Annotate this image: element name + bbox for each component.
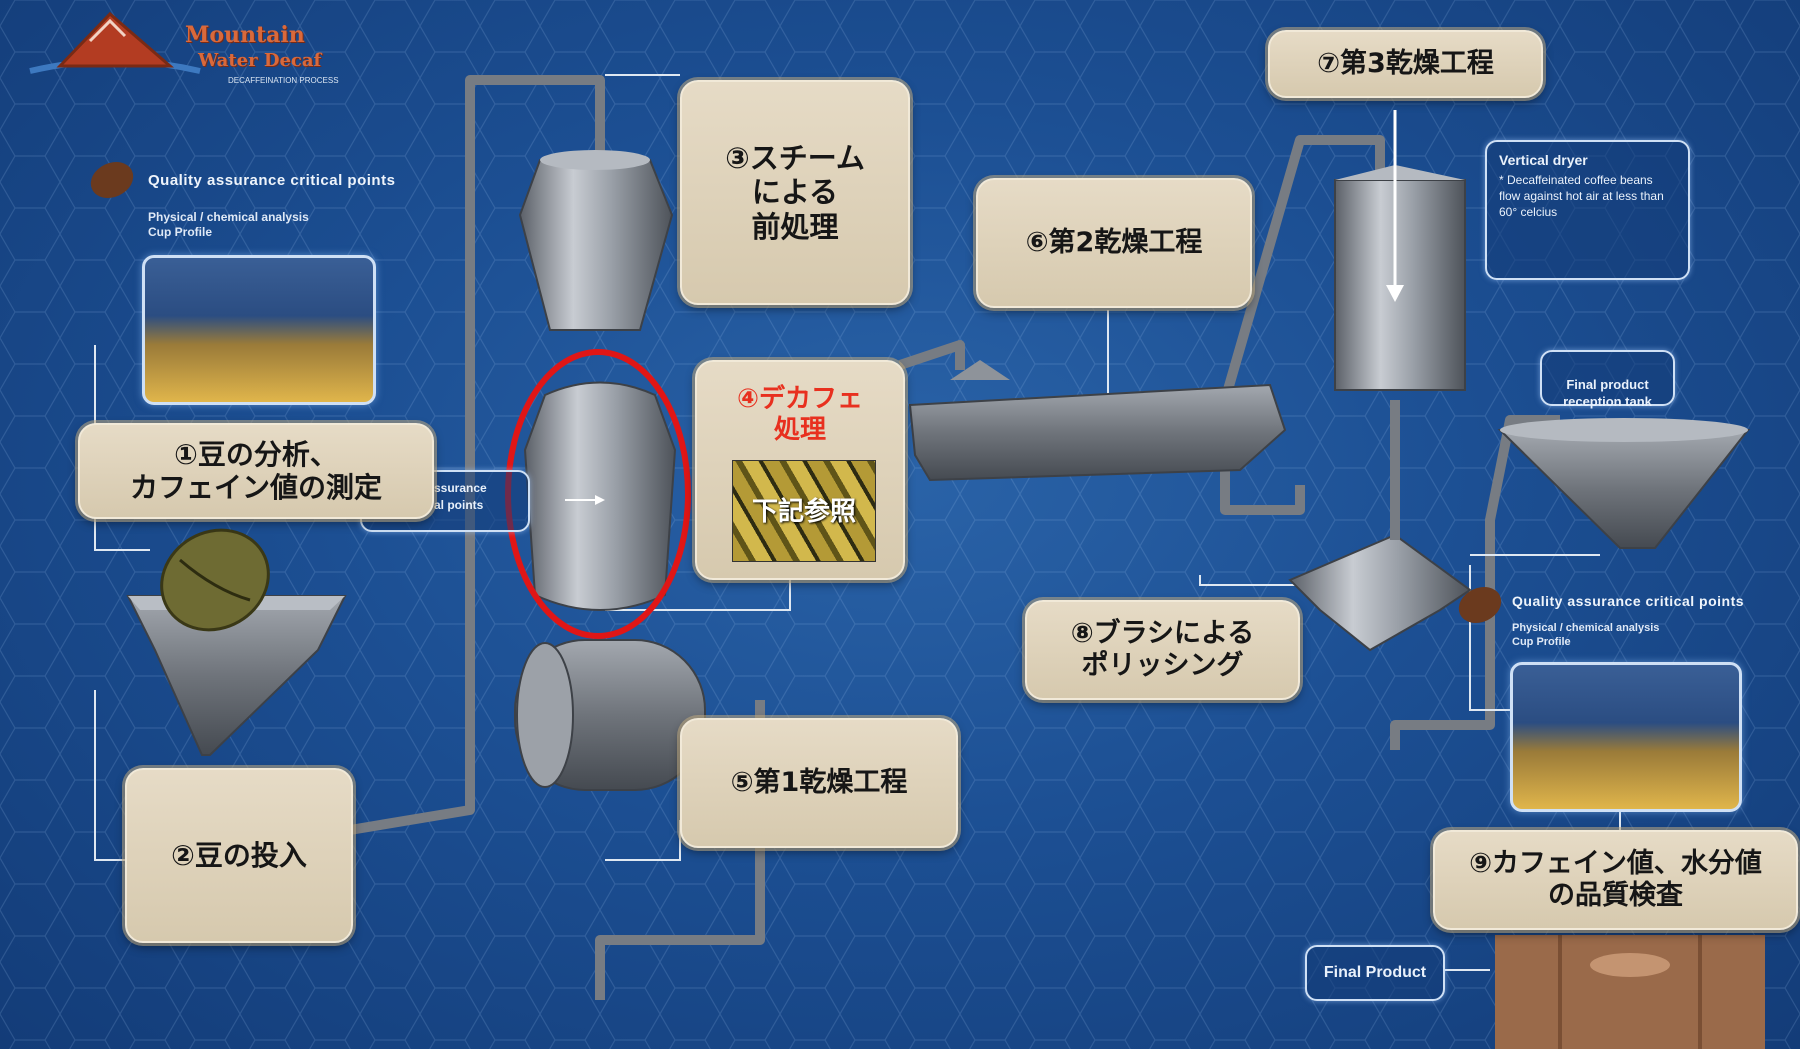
coffee-bean-icon bbox=[1458, 587, 1502, 623]
step7-box: ⑦第3乾燥工程 bbox=[1268, 30, 1543, 98]
step8-box: ⑧ブラシによる ポリッシング bbox=[1025, 600, 1300, 700]
coffee-bag-icon bbox=[1495, 935, 1765, 1049]
qa-right-subtitle: Physical / chemical analysis Cup Profile bbox=[1512, 622, 1660, 648]
step4-label: ④デカフェ 処理 bbox=[736, 384, 863, 445]
step4-box: ④デカフェ 処理 下記参照 bbox=[695, 360, 905, 580]
drum-dryer-icon bbox=[514, 639, 706, 791]
step3-label: ③スチーム による 前処理 bbox=[725, 141, 865, 244]
qa-left-title: Quality assurance critical points bbox=[148, 172, 396, 189]
qa-right-title: Quality assurance critical points bbox=[1512, 593, 1745, 609]
steam-vessel-icon bbox=[518, 150, 674, 331]
logo-line1: Mountain bbox=[185, 22, 305, 48]
reception-tank-icon bbox=[1497, 418, 1751, 549]
step5-label: ⑤第1乾燥工程 bbox=[730, 767, 908, 799]
qa-left-subtitle: Physical / chemical analysis Cup Profile bbox=[148, 210, 309, 239]
step8-label: ⑧ブラシによる ポリッシング bbox=[1070, 618, 1255, 681]
step5-box: ⑤第1乾燥工程 bbox=[680, 718, 958, 848]
final-tank-text: Final product reception tank bbox=[1563, 376, 1652, 410]
logo-tagline: DECAFFEINATION PROCESS bbox=[228, 76, 339, 85]
vertical-dryer-body: * Decaffeinated coffee beans flow agains… bbox=[1499, 173, 1664, 220]
coffee-bean-icon bbox=[160, 528, 270, 632]
conveyor-dryer-icon bbox=[908, 360, 1287, 482]
step9-box: ⑨カフェイン値、水分値 の品質検査 bbox=[1433, 830, 1798, 930]
step6-label: ⑥第2乾燥工程 bbox=[1025, 227, 1203, 259]
step2-label: ②豆の投入 bbox=[171, 838, 307, 872]
vertical-dryer-info: Vertical dryer * Decaffeinated coffee be… bbox=[1485, 140, 1690, 280]
final-product-label: Final Product bbox=[1305, 945, 1445, 1001]
coffee-bean-icon bbox=[90, 162, 134, 198]
vertical-dryer-icon bbox=[1334, 110, 1466, 391]
step7-label: ⑦第3乾燥工程 bbox=[1317, 48, 1494, 80]
qa-center-line2: al points bbox=[434, 497, 484, 512]
step3-box: ③スチーム による 前処理 bbox=[680, 80, 910, 305]
decaf-beans-image: 下記参照 bbox=[732, 460, 876, 562]
funnel-hopper-icon bbox=[126, 528, 347, 756]
step6-box: ⑥第2乾燥工程 bbox=[976, 178, 1252, 308]
logo-line2: Water Decaf bbox=[198, 50, 322, 71]
polisher-icon bbox=[1288, 400, 1472, 652]
brand-logo-icon bbox=[29, 11, 201, 74]
connector-lines bbox=[94, 74, 1621, 971]
step4-image-label: 下記参照 bbox=[751, 497, 856, 527]
decaf-vessel-icon bbox=[523, 381, 677, 611]
final-tank-label: Final product reception tank bbox=[1540, 350, 1675, 409]
step9-label: ⑨カフェイン値、水分値 の品質検査 bbox=[1469, 848, 1762, 911]
step2-box: ②豆の投入 bbox=[125, 768, 353, 943]
qa-center-line1: ssurance bbox=[434, 481, 487, 495]
final-product-text: Final Product bbox=[1323, 964, 1427, 981]
vertical-dryer-title: Vertical dryer bbox=[1499, 152, 1588, 168]
step1-label: ①豆の分析、 カフェイン値の測定 bbox=[129, 437, 382, 504]
step1-box: ①豆の分析、 カフェイン値の測定 bbox=[78, 423, 434, 519]
cupping-table-photo-left bbox=[142, 255, 376, 405]
cupping-table-photo-right bbox=[1510, 662, 1742, 812]
